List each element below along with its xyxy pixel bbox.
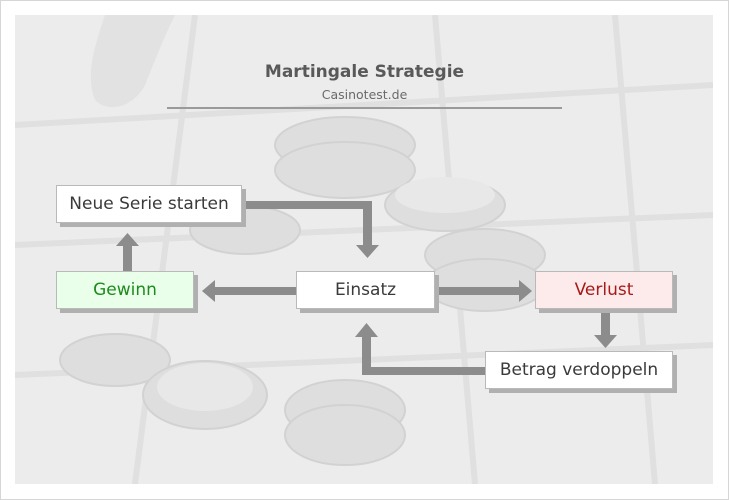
node-stake: Einsatz <box>296 271 435 309</box>
arrow-loss-to-double-shaft <box>601 310 610 338</box>
node-double: Betrag verdoppeln <box>485 351 673 389</box>
arrow-stake-to-win-shaft <box>213 287 296 295</box>
node-win: Gewinn <box>56 271 194 309</box>
arrow-double-to-stake-vertical <box>362 335 371 375</box>
arrow-series-to-stake-horizontal <box>240 201 372 209</box>
arrow-double-to-stake-horizontal <box>362 367 485 375</box>
arrow-series-to-stake-head <box>356 245 379 258</box>
arrow-stake-to-loss-shaft <box>435 287 521 295</box>
node-new-series: Neue Serie starten <box>56 185 242 223</box>
arrow-win-to-series-head <box>116 233 139 246</box>
arrow-stake-to-win-head <box>202 280 215 302</box>
arrow-loss-to-double-head <box>594 335 617 348</box>
arrow-series-to-stake-vertical <box>363 201 372 245</box>
arrow-win-to-series-shaft <box>123 243 132 272</box>
node-loss: Verlust <box>535 271 673 309</box>
arrow-stake-to-loss-head <box>519 280 532 302</box>
arrow-double-to-stake-head <box>355 323 378 337</box>
